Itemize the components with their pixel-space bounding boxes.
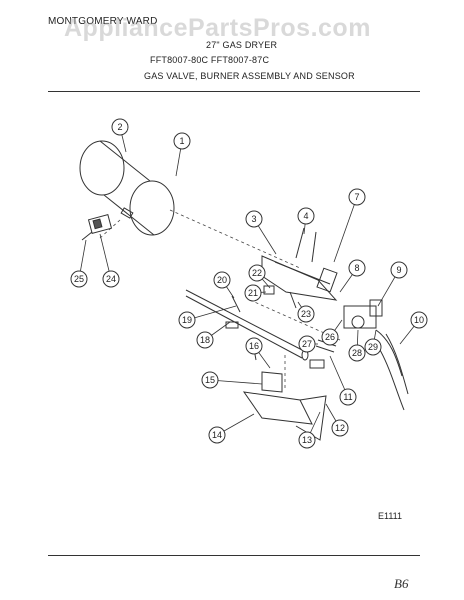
bottom-rule xyxy=(48,555,420,556)
callout-circle-20 xyxy=(213,271,231,289)
gas-valve xyxy=(343,299,409,411)
callout-circle-8 xyxy=(348,259,366,277)
callout-number-7: 7 xyxy=(354,192,359,202)
callout-circle-28 xyxy=(348,344,366,362)
callout-number-12: 12 xyxy=(335,423,345,433)
diagram-code: E1111 xyxy=(378,511,403,521)
callout-number-14: 14 xyxy=(212,430,222,440)
callout-circle-24 xyxy=(102,270,120,288)
callout-number-10: 10 xyxy=(414,315,424,325)
callout-circle-21 xyxy=(244,284,262,302)
callout-number-19: 19 xyxy=(182,315,192,325)
burner-assembly xyxy=(261,227,338,301)
top-rule xyxy=(48,91,420,92)
callout-circle-12 xyxy=(331,419,349,437)
callout-circle-27 xyxy=(298,335,316,353)
callout-circle-3 xyxy=(245,210,263,228)
valve-bracket xyxy=(242,371,327,441)
watermark: AppliancePartsPros.com xyxy=(64,14,371,42)
callout-circle-4 xyxy=(297,207,315,225)
callout-number-25: 25 xyxy=(74,274,84,284)
callout-number-20: 20 xyxy=(217,275,227,285)
page-mark: B6 xyxy=(394,576,409,591)
callout-leader-7 xyxy=(333,196,358,263)
callout-number-29: 29 xyxy=(368,342,378,352)
callout-circle-13 xyxy=(298,431,316,449)
model-numbers: FFT8007-80C FFT8007-87C xyxy=(150,55,270,65)
callout-circle-10 xyxy=(410,311,428,329)
callout-number-24: 24 xyxy=(106,274,116,284)
callout-number-13: 13 xyxy=(302,435,312,445)
callout-leader-15 xyxy=(209,379,263,385)
callout-number-23: 23 xyxy=(301,309,311,319)
callout-circle-15 xyxy=(201,371,219,389)
callout-circle-14 xyxy=(208,426,226,444)
callout-number-21: 21 xyxy=(248,288,258,298)
callout-circle-9 xyxy=(390,261,408,279)
callout-number-3: 3 xyxy=(251,214,256,224)
callout-number-9: 9 xyxy=(396,265,401,275)
callout-circle-11 xyxy=(339,388,357,406)
callout-circle-2 xyxy=(111,118,129,136)
section-title: GAS VALVE, BURNER ASSEMBLY AND SENSOR xyxy=(144,71,355,81)
callout-number-27: 27 xyxy=(302,339,312,349)
diagram-subtitle: 27" GAS DRYER xyxy=(206,40,278,50)
callout-number-2: 2 xyxy=(117,122,122,132)
callout-circle-23 xyxy=(297,305,315,323)
drum-cylinder xyxy=(79,140,175,236)
callout-number-18: 18 xyxy=(200,335,210,345)
callout-circle-7 xyxy=(348,188,366,206)
callout-number-1: 1 xyxy=(179,136,184,146)
brand-name: MONTGOMERY WARD xyxy=(48,16,158,27)
callout-number-8: 8 xyxy=(354,263,359,273)
callout-number-11: 11 xyxy=(343,392,352,402)
callout-circle-22 xyxy=(248,264,266,282)
callout-circle-18 xyxy=(196,331,214,349)
callout-number-26: 26 xyxy=(325,332,335,342)
callout-circle-1 xyxy=(173,132,191,150)
sensor-bracket xyxy=(81,214,113,241)
callout-number-22: 22 xyxy=(252,268,262,278)
callout-number-28: 28 xyxy=(352,348,362,358)
callout-circle-26 xyxy=(321,328,339,346)
assembly-lines xyxy=(99,209,341,390)
callout-number-16: 16 xyxy=(249,341,259,351)
callout-circle-29 xyxy=(364,338,382,356)
callout-circle-25 xyxy=(70,270,88,288)
callout-number-4: 4 xyxy=(303,211,308,221)
callout-number-15: 15 xyxy=(205,375,215,385)
callout-circle-19 xyxy=(178,311,196,329)
callout-circle-16 xyxy=(245,337,263,355)
